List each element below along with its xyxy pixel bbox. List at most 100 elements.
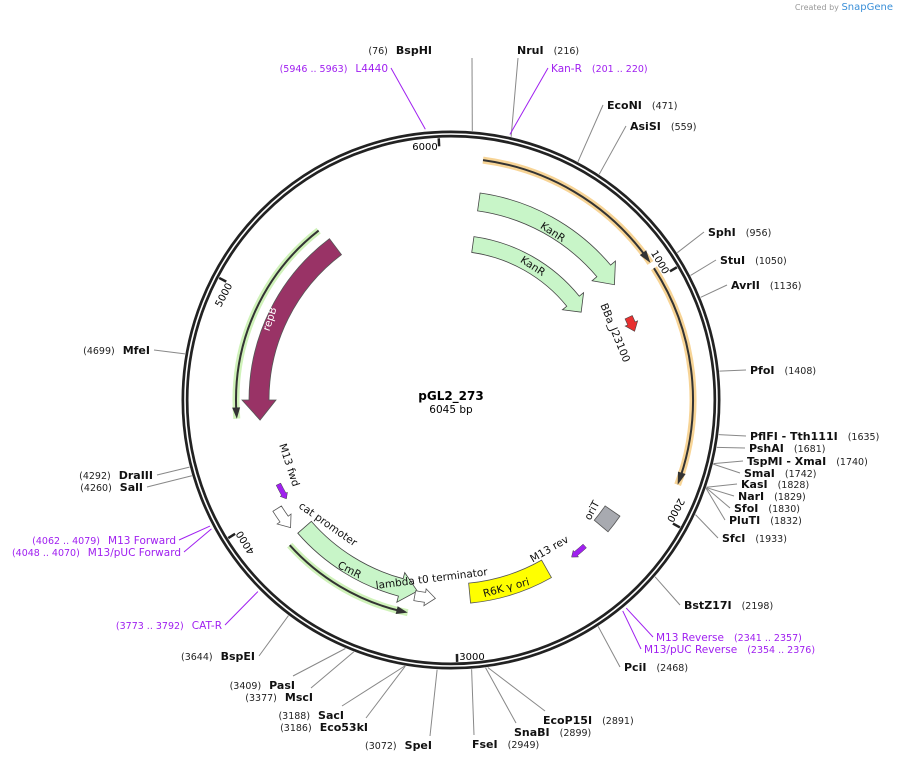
repb-highlight-arc[interactable] <box>235 229 320 412</box>
enzyme-position: (1933) <box>755 534 787 545</box>
primer-site-label[interactable]: Kan-R (201 .. 220) <box>551 63 648 75</box>
bba-label: BBa_J23100 <box>597 302 632 365</box>
enzyme-position: (1830) <box>768 504 800 515</box>
repb-highlight-arc-arrowhead <box>232 407 241 419</box>
enzyme-name: PciI <box>624 661 646 674</box>
enzyme-site-line <box>716 446 746 449</box>
enzyme-label[interactable]: PflFI - Tth111I(1635) <box>750 430 879 443</box>
primer-site-label[interactable]: M13/pUC Reverse(2354 .. 2376) <box>644 644 815 656</box>
primer-site-label[interactable]: (5946 .. 5963)L4440 <box>280 63 388 75</box>
primer-range: (4062 .. 4079) <box>32 536 100 547</box>
primer-name: M13 Forward <box>108 535 176 547</box>
cmr-highlight-arc[interactable] <box>288 544 401 612</box>
enzyme-label[interactable]: StuI(1050) <box>720 254 787 267</box>
enzyme-label[interactable]: KasI(1828) <box>741 478 809 491</box>
enzyme-label[interactable]: EcoNI(471) <box>607 99 677 112</box>
enzyme-label[interactable]: SnaBI(2899) <box>514 726 591 739</box>
enzyme-site-line <box>258 615 289 657</box>
enzyme-label[interactable]: PciI(2468) <box>624 661 688 674</box>
credit-text: Created by <box>794 3 839 12</box>
primer-site-line <box>224 591 259 626</box>
enzyme-label[interactable]: AvrII(1136) <box>731 279 802 292</box>
enzyme-site-line <box>310 651 355 689</box>
m13-fwd-primer[interactable] <box>275 482 288 500</box>
enzyme-site-line <box>719 369 747 372</box>
primer-site-line <box>622 610 642 650</box>
enzyme-label[interactable]: PfoI(1408) <box>750 364 816 377</box>
tick-mark <box>218 276 227 283</box>
enzyme-label[interactable]: TspMI - XmaI (1740) <box>747 455 868 468</box>
enzyme-label[interactable]: (4292)DraIII <box>79 469 153 482</box>
enzyme-position: (1740) <box>836 457 868 468</box>
enzyme-position: (216) <box>554 46 580 57</box>
enzyme-name: TspMI - XmaI <box>747 455 826 468</box>
orange-feature-arc-2-arrowhead <box>677 471 686 485</box>
primer-site-label[interactable]: (3773 .. 3792)CAT-R <box>116 620 222 632</box>
orange-feature-arc-2[interactable] <box>653 267 694 478</box>
lambda-terminator-feature[interactable] <box>413 587 437 607</box>
enzyme-position: (559) <box>671 122 697 133</box>
enzyme-label[interactable]: NarI(1829) <box>738 490 806 503</box>
enzyme-label[interactable]: SphI (956) <box>708 226 771 239</box>
enzyme-site-line <box>700 284 728 298</box>
tick-label: 5000 <box>214 282 236 310</box>
primer-range: (4048 .. 4070) <box>12 548 80 559</box>
backbone-ring-gap <box>184 133 718 667</box>
enzyme-label[interactable]: AsiSI(559) <box>630 120 696 133</box>
m13-rev-primer[interactable] <box>571 543 587 558</box>
enzyme-name: PasI <box>269 679 295 692</box>
orange-feature-arc-1[interactable] <box>482 159 647 257</box>
enzyme-label[interactable]: EcoP15I(2891) <box>543 714 634 727</box>
enzyme-position: (471) <box>652 101 678 112</box>
r6k-ori-feature[interactable] <box>468 559 552 604</box>
enzyme-label[interactable]: (3186)Eco53kI <box>280 721 368 734</box>
enzyme-label[interactable]: SfcI(1933) <box>722 532 787 545</box>
enzyme-site-line <box>598 125 627 175</box>
enzyme-site-line <box>690 259 717 276</box>
snapgene-credit: Created by SnapGene <box>795 2 893 13</box>
cat-promoter-feature[interactable] <box>272 505 292 529</box>
primer-range: (201 .. 220) <box>592 64 648 75</box>
enzyme-position: (76) <box>368 46 388 57</box>
enzyme-name: BspHI <box>396 44 432 57</box>
cmr-highlight-arc-arrowhead <box>395 606 408 614</box>
kanr-inner-feature[interactable] <box>471 236 585 313</box>
primer-site-label[interactable]: (4062 .. 4079) M13 Forward <box>32 535 176 547</box>
enzyme-site-line <box>705 488 726 521</box>
enzyme-label[interactable]: (4699)MfeI <box>83 344 150 357</box>
primer-site-line <box>625 607 654 638</box>
enzyme-label[interactable]: (3188)SacI <box>278 709 344 722</box>
enzyme-label[interactable]: BstZ17I(2198) <box>684 599 773 612</box>
enzyme-site-line <box>705 487 731 509</box>
enzyme-label[interactable]: PluTI(1832) <box>729 514 802 527</box>
enzyme-site-line <box>676 231 705 254</box>
primer-site-label[interactable]: (4048 .. 4070)M13/pUC Forward <box>12 547 181 559</box>
cmr-feature[interactable] <box>297 520 418 603</box>
bba-j23100-feature[interactable] <box>624 315 639 332</box>
enzyme-name: SmaI <box>744 467 775 480</box>
enzyme-label[interactable]: PshAI(1681) <box>749 442 825 455</box>
primer-name: Kan-R <box>551 63 582 75</box>
enzyme-position: (956) <box>746 228 772 239</box>
enzyme-name: SnaBI <box>514 726 550 739</box>
enzyme-name: SphI <box>708 226 736 239</box>
enzyme-label[interactable]: (3377)MscI <box>245 691 313 704</box>
primer-range: (2341 .. 2357) <box>734 633 802 644</box>
enzyme-label[interactable]: SmaI (1742) <box>744 467 817 480</box>
repb-feature[interactable] <box>241 238 343 421</box>
enzyme-label[interactable]: SfoI(1830) <box>734 502 800 515</box>
enzyme-label[interactable]: (4260)SalI <box>80 481 143 494</box>
enzyme-label[interactable]: (3644)BspEI <box>181 650 255 663</box>
enzyme-label[interactable]: (3072)SpeI <box>365 739 432 752</box>
kanr-outer-feature[interactable] <box>477 192 616 286</box>
enzyme-label[interactable]: FseI(2949) <box>472 738 539 751</box>
enzyme-label[interactable]: NruI(216) <box>517 44 579 57</box>
enzyme-site-line <box>341 665 406 707</box>
enzyme-position: (1742) <box>785 469 817 480</box>
enzyme-name: NarI <box>738 490 764 503</box>
primer-site-label[interactable]: M13 Reverse(2341 .. 2357) <box>656 632 802 644</box>
enzyme-name: KasI <box>741 478 768 491</box>
orit-feature[interactable] <box>593 505 621 533</box>
enzyme-label[interactable]: (3409)PasI <box>230 679 295 692</box>
enzyme-label[interactable]: (76) BspHI <box>368 44 432 57</box>
